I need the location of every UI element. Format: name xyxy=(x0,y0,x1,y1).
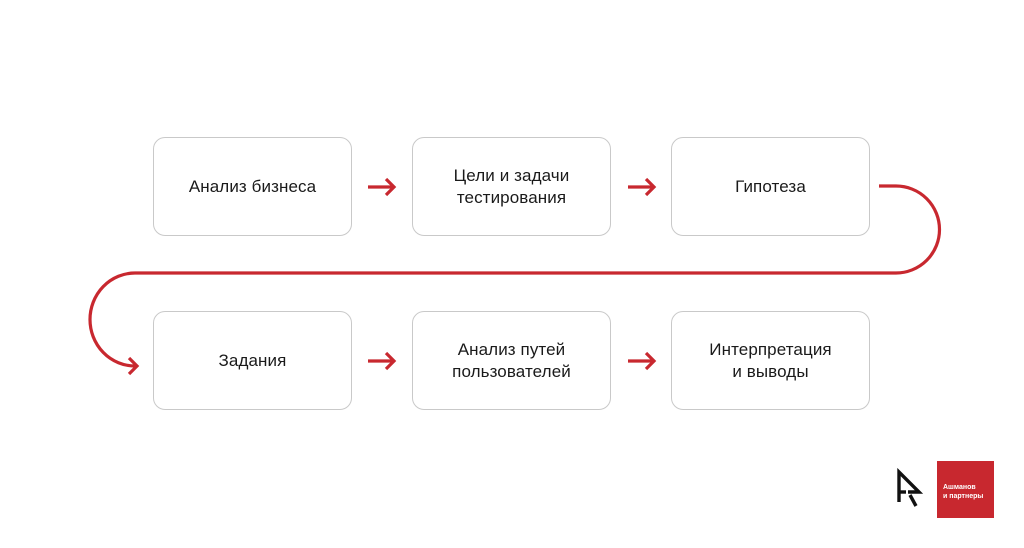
step-user-path-analysis: Анализ путей пользователей xyxy=(412,311,611,410)
step-label: Анализ бизнеса xyxy=(188,176,317,196)
step-label: Интерпретация и выводы xyxy=(709,339,832,381)
step-label: Задания xyxy=(218,350,287,370)
step-interpretation: Интерпретация и выводы xyxy=(671,311,870,410)
step-label: Анализ путей пользователей xyxy=(452,339,571,381)
logo-text-line1: Ашманов xyxy=(943,484,976,491)
arrow-right-icon xyxy=(628,177,657,197)
step-business-analysis: Анализ бизнеса xyxy=(153,137,352,236)
step-label: Гипотеза xyxy=(735,176,806,196)
step-label: Цели и задачи тестирования xyxy=(453,165,570,207)
company-logo-badge: Ашманов и партнеры xyxy=(937,461,994,518)
arrow-right-icon xyxy=(628,351,657,371)
step-tasks: Задания xyxy=(153,311,352,410)
arrow-right-icon xyxy=(368,351,397,371)
cursor-a-logo-icon xyxy=(897,468,923,507)
step-hypothesis: Гипотеза xyxy=(671,137,870,236)
arrow-right-icon xyxy=(368,177,397,197)
logo-text-line2: и партнеры xyxy=(943,493,984,500)
step-testing-goals: Цели и задачи тестирования xyxy=(412,137,611,236)
